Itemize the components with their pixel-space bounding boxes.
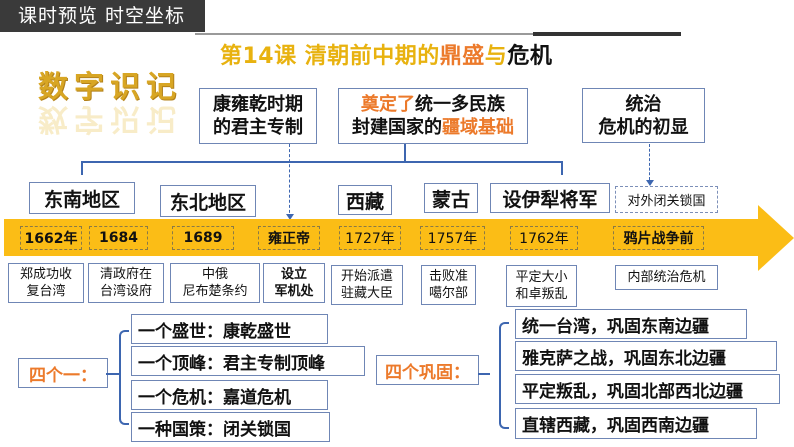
event-box: 中俄尼布楚条约	[170, 263, 260, 303]
region-southeast: 东南地区	[29, 182, 135, 214]
event-box: 击败准噶尔部	[421, 265, 476, 305]
top-box-line: 奠定了统一多民族	[361, 93, 505, 116]
summary-right-item: 平定叛乱，巩固北部西北边疆	[515, 374, 780, 404]
region-tibet: 西藏	[338, 185, 392, 215]
brace-left-end	[81, 161, 83, 175]
event-line: 设立	[280, 267, 307, 282]
side-heading: 数字识记	[38, 70, 182, 105]
timeline-tag: 1762年	[510, 226, 578, 250]
timeline-tag: 雍正帝	[258, 226, 320, 250]
event-line: 驻藏大臣	[340, 286, 393, 301]
event-box: 郑成功收复台湾	[8, 263, 84, 303]
header-divider	[195, 33, 535, 35]
event-line: 复台湾	[26, 284, 66, 299]
summary-left-item: 一个顶峰：君主专制顶峰	[131, 346, 365, 376]
plain-text: 封建国家的	[352, 117, 442, 138]
top-box-line: 危机的初显	[598, 116, 689, 138]
summary-right-item: 雅克萨之战，巩固东北边疆	[515, 341, 777, 371]
arrow-down-icon	[286, 214, 294, 220]
summary-left-item: 一种国策：闭关锁国	[131, 412, 330, 442]
brace-connector	[478, 373, 490, 375]
region-ili-general: 设伊犁将军	[490, 183, 610, 213]
region-closed-door: 对外闭关锁国	[615, 186, 718, 213]
highlight-text: 疆域基础	[442, 117, 514, 138]
lesson-title: 第14课 清朝前中期的鼎盛与危机	[220, 38, 552, 70]
event-line: 清政府在	[99, 267, 152, 282]
top-box-crisis: 统治 危机的初显	[582, 88, 705, 143]
highlight-text: 奠定了	[361, 94, 415, 115]
timeline-tag: 1727年	[339, 226, 401, 250]
event-box: 清政府在台湾设府	[88, 263, 164, 303]
event-box: 开始派遣驻藏大臣	[331, 265, 403, 305]
section-header: 课时预览 时空坐标	[0, 0, 205, 32]
region-northeast: 东北地区	[160, 185, 256, 217]
brace-left	[119, 330, 129, 425]
title-suffix: 危机	[507, 44, 553, 69]
top-box-line: 统治	[625, 93, 662, 115]
region-mongolia: 蒙古	[424, 183, 478, 213]
brace-line	[82, 161, 562, 163]
brace-right	[499, 322, 509, 429]
event-line: 军机处	[274, 284, 314, 299]
event-line: 击败准	[428, 269, 468, 284]
event-line: 和卓叛乱	[515, 287, 568, 302]
event-line: 尼布楚条约	[182, 284, 248, 299]
summary-right-label: 四个巩固：	[376, 355, 479, 385]
event-line: 平定大小	[515, 270, 568, 285]
dashed-connector	[649, 144, 650, 180]
timeline-arrow-head-icon	[758, 205, 794, 271]
event-box: 设立军机处	[263, 263, 325, 303]
timeline-tag: 鸦片战争前	[613, 226, 704, 250]
dashed-connector	[289, 144, 290, 218]
event-box: 内部统治危机	[615, 265, 718, 290]
event-box: 平定大小和卓叛乱	[506, 265, 577, 307]
summary-left-item: 一个危机：嘉道危机	[131, 380, 328, 410]
plain-text: 统一多民族	[415, 94, 505, 115]
event-line: 噶尔部	[428, 286, 468, 301]
arrow-down-icon	[646, 180, 654, 186]
event-line: 台湾设府	[99, 284, 152, 299]
event-line: 中俄	[201, 267, 228, 282]
summary-right-item: 直辖西藏，巩固西南边疆	[515, 408, 757, 439]
brace-right-end	[561, 161, 563, 175]
brace-center-stem	[404, 144, 406, 162]
title-middle: 与	[484, 44, 508, 69]
summary-left-label: 四个一：	[18, 358, 108, 388]
top-box-autocracy: 康雍乾时期 的君主专制	[199, 88, 317, 144]
event-line: 开始派遣	[340, 269, 393, 284]
timeline-tag: 1689	[172, 226, 234, 250]
title-prefix: 第14课 清朝前中期的	[220, 44, 440, 69]
brace-connector	[106, 373, 120, 375]
top-box-line: 封建国家的疆域基础	[352, 116, 514, 139]
side-heading-reflection: 数字识记	[38, 101, 182, 136]
event-line: 郑成功收	[19, 267, 72, 282]
timeline-tag: 1662年	[20, 226, 82, 250]
summary-left-item: 一个盛世：康乾盛世	[131, 314, 328, 344]
top-box-line: 的君主专制	[213, 117, 303, 138]
top-box-line: 康雍乾时期	[213, 94, 303, 115]
title-highlight: 鼎盛	[439, 44, 485, 69]
timeline-tag: 1684	[89, 226, 148, 250]
timeline-tag: 1757年	[420, 226, 485, 250]
top-box-territory: 奠定了统一多民族 封建国家的疆域基础	[338, 88, 528, 144]
header-accent-bar	[533, 32, 681, 36]
summary-right-item: 统一台湾，巩固东南边疆	[515, 309, 747, 339]
